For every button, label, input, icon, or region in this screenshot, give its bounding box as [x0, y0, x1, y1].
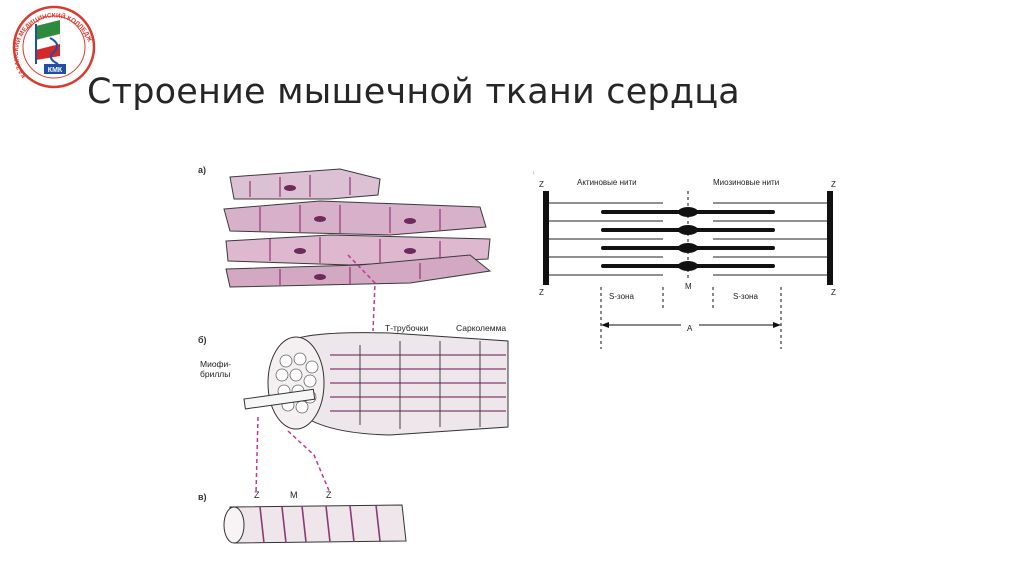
s-zone-right-label: S-зона	[733, 292, 758, 301]
sarcomere-diagram: г) Z Z Z Z Актиновые нити Миозиновые нит…	[533, 167, 836, 349]
z-line-label-1: Z	[254, 490, 260, 500]
z-label-top-right: Z	[831, 180, 836, 189]
panel-a-label: а)	[198, 165, 206, 175]
t-tubules-label: Т-трубочки	[385, 323, 428, 333]
z-label-bottom-right: Z	[831, 288, 836, 297]
muscle-tissue-diagram: а) б) Т-трубочки Сарколемма Миофи- брилл…	[198, 165, 509, 544]
panel-g-label: г)	[533, 167, 534, 177]
sarcolemma-label: Сарколемма	[456, 323, 506, 333]
college-logo: КАЗАНСКИЙ МЕДИЦИНСКИЙ КОЛЛЕДЖ КМК	[12, 5, 96, 89]
panel-c-label: в)	[198, 492, 207, 502]
z-line-label-2: Z	[326, 490, 332, 500]
a-band-label: A	[687, 324, 693, 333]
slide-title: Строение мышечной ткани сердца	[87, 72, 740, 112]
muscle-fiber-illustration	[243, 332, 509, 436]
actin-label: Актиновые нити	[577, 178, 637, 187]
myosin-label: Миозиновые нити	[713, 178, 779, 187]
z-label-top-left: Z	[539, 180, 544, 189]
myofibril-illustration	[223, 504, 407, 544]
m-line-label: M	[290, 490, 298, 500]
z-label-bottom-left: Z	[539, 288, 544, 297]
myofibrils-label-line1: Миофи-	[200, 359, 231, 369]
cardiomyocytes-illustration	[223, 168, 492, 288]
sarcomere-filaments	[543, 191, 833, 349]
s-zone-left-label: S-зона	[609, 292, 634, 301]
logo-monogram: КМК	[48, 67, 63, 74]
myofibrils-label-line2: бриллы	[200, 369, 230, 379]
m-label: M	[685, 282, 692, 291]
panel-b-label: б)	[198, 335, 207, 345]
